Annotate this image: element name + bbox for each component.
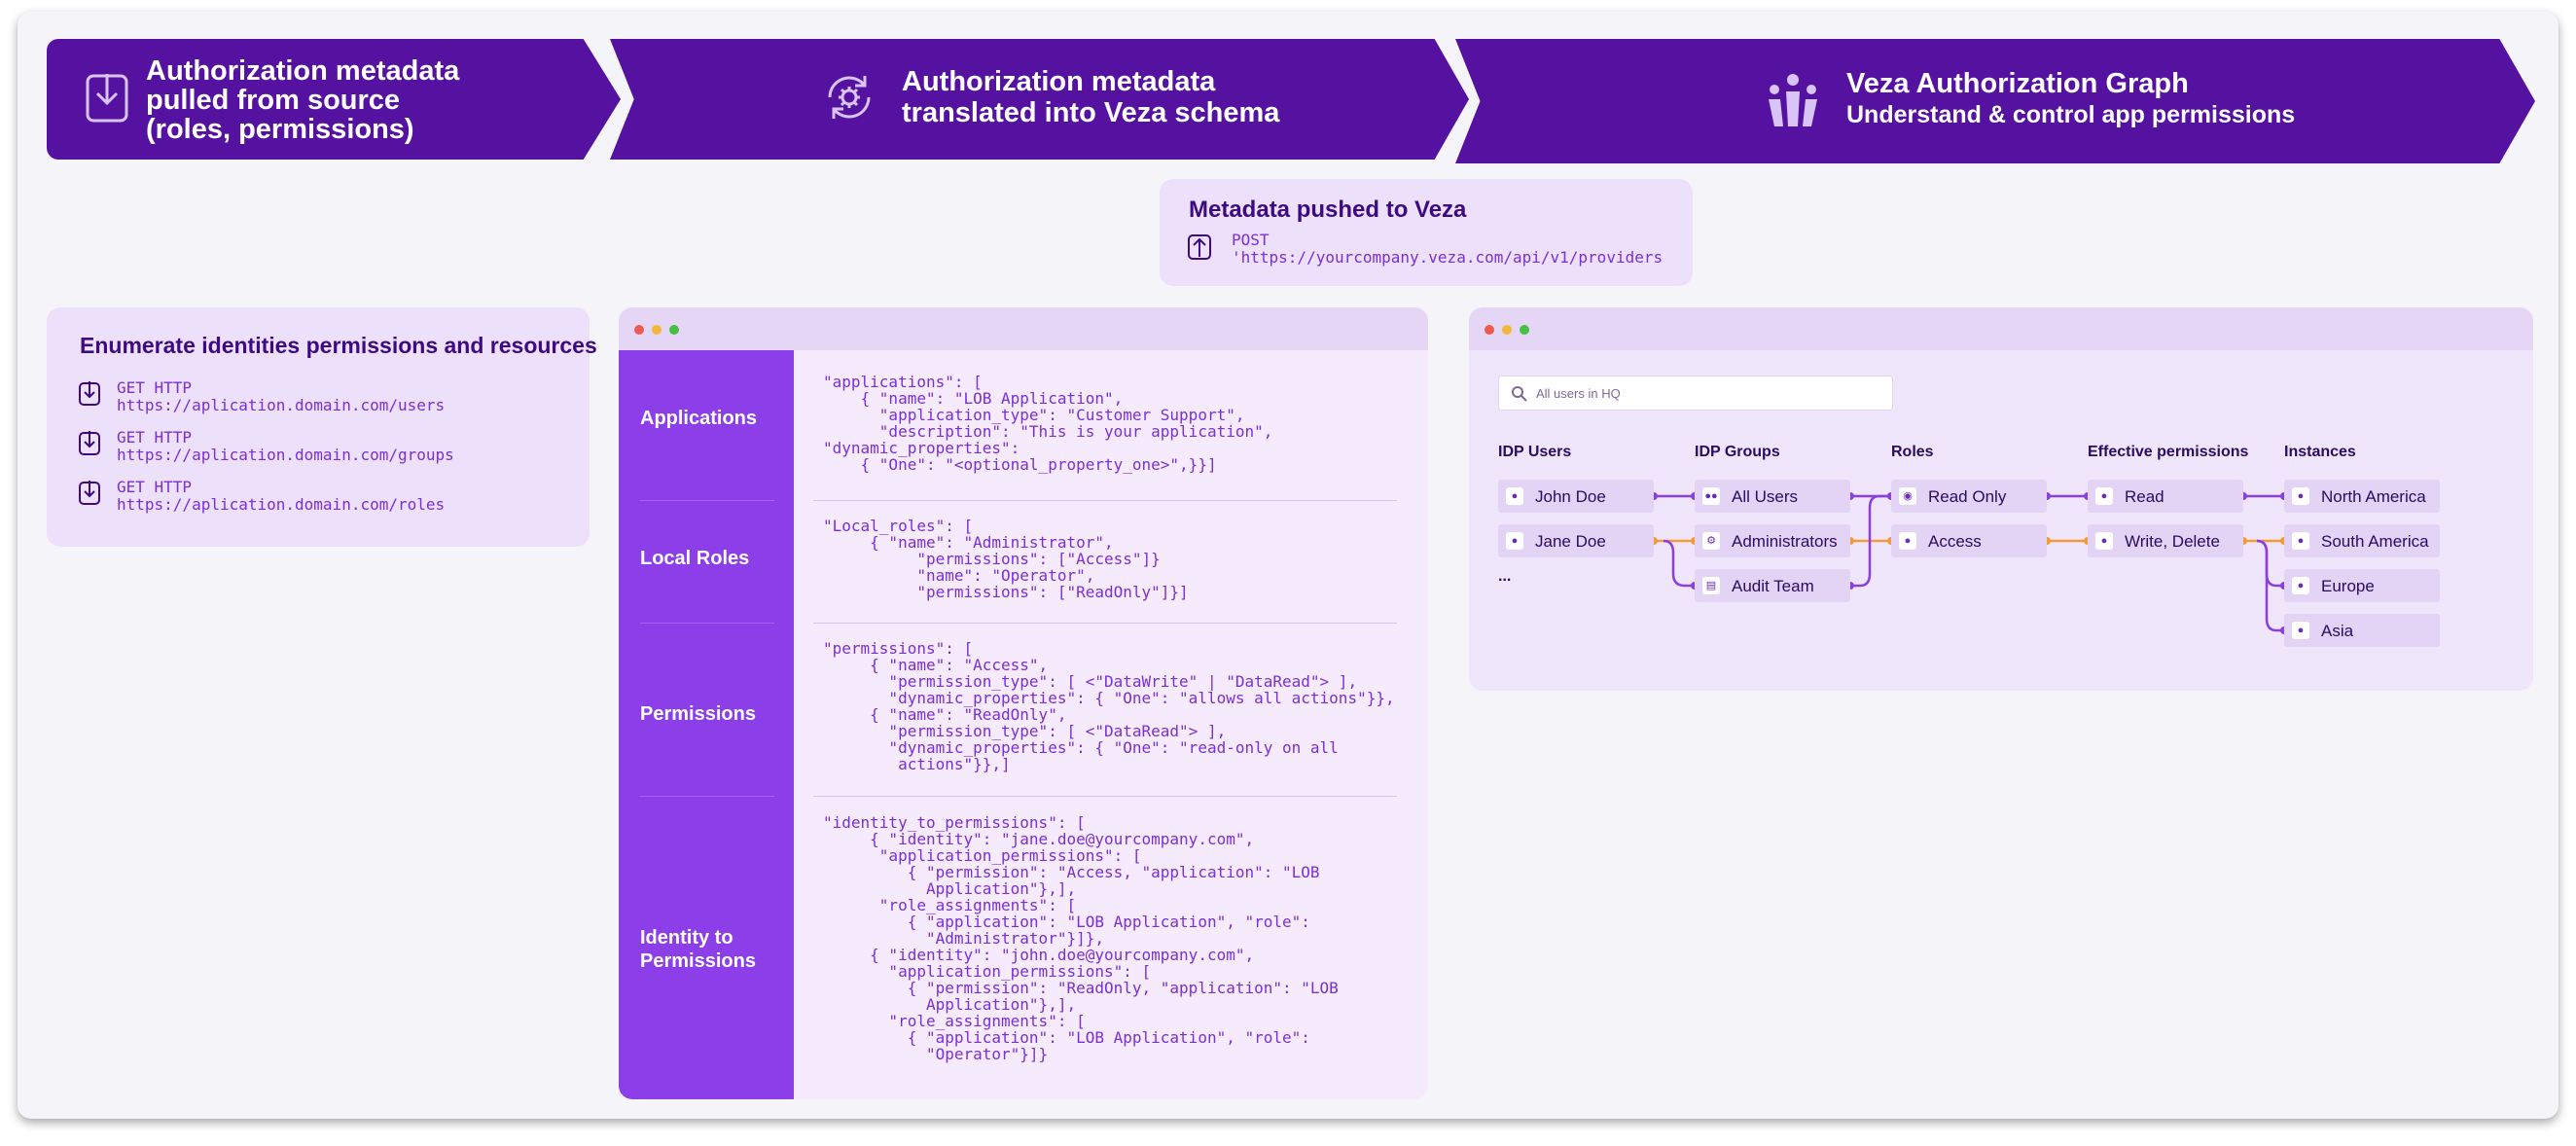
node-instance-asia[interactable]: ● Asia [2284,614,2440,647]
eye-icon: ◉ [1899,487,1916,505]
push-endpoint: POST 'https://yourcompany.veza.com/api/v… [1232,231,1664,267]
maximize-dot[interactable] [669,325,679,335]
column-instances: Instances [2284,444,2356,460]
push-title: Metadata pushed to Veza [1189,197,1467,223]
divider [813,500,1397,501]
metadata-push-card: Metadata pushed to Veza POST 'https://yo… [1160,179,1693,286]
node-user-jane-doe[interactable]: ● Jane Doe [1498,524,1654,557]
graph-search-input[interactable]: All users in HQ [1498,376,1893,411]
enumerate-card: Enumerate identities permissions and res… [47,307,597,547]
column-roles: Roles [1891,444,1934,460]
download-icon [78,479,101,511]
node-instance-south-america[interactable]: ● South America [2284,524,2440,557]
divider [640,500,774,501]
column-idp-users: IDP Users [1498,444,1572,460]
edge-write-asia [2256,539,2284,632]
location-pin-icon: ● [2292,487,2309,505]
section-label-applications: Applications [640,408,758,429]
node-role-read-only[interactable]: ◉ Read Only [1891,480,2047,513]
section-label-identity-permissions: Identity to Permissions [640,927,756,972]
group-icon: ●● [1702,487,1720,505]
code-local-roles: "Local_roles": [ { "name": "Administrato… [823,517,1189,601]
node-group-all-users[interactable]: ●● All Users [1695,480,1850,513]
maximize-dot[interactable] [1520,325,1529,335]
location-pin-icon: ● [2095,487,2113,505]
edge-write-europe [2256,539,2284,588]
divider [813,623,1397,624]
step-authorization-graph: Veza Authorization Graph Understand & co… [1455,39,2535,163]
location-pin-icon: ● [2095,532,2113,550]
user-icon: ● [1506,487,1523,505]
node-user-john-doe[interactable]: ● John Doe [1498,480,1654,513]
minimize-dot[interactable] [1502,325,1512,335]
step2-text: Authorization metadata translated into V… [902,66,1280,128]
column-effective-permissions: Effective permissions [2088,444,2249,460]
node-role-access[interactable]: ● Access [1891,524,2047,557]
code-permissions: "permissions": [ { "name": "Access", "pe… [823,639,1395,773]
node-permission-write-delete[interactable]: ● Write, Delete [2088,524,2243,557]
schema-code-window: Applications Local Roles Permissions Ide… [619,307,1428,1099]
search-icon [1511,385,1528,408]
node-group-audit-team[interactable]: ▤ Audit Team [1695,569,1850,602]
enumerate-title: Enumerate identities permissions and res… [80,333,597,358]
download-icon [78,379,101,412]
location-pin-icon: ● [2292,532,2309,550]
section-label-local-roles: Local Roles [640,548,750,569]
edge-jane-audit [1663,539,1695,588]
info-icon: ● [1899,532,1916,550]
close-dot[interactable] [1485,325,1494,335]
section-label-permissions: Permissions [640,703,756,725]
download-icon [84,70,130,129]
code-identity-permissions: "identity_to_permissions": [ { "identity… [823,813,1339,1063]
user-icon: ● [1506,532,1523,550]
window-titlebar [619,307,1428,350]
divider [813,796,1397,797]
download-icon [78,429,101,461]
code-applications: "applications": [ { "name": "LOB Applica… [823,373,1273,474]
close-dot[interactable] [634,325,644,335]
authorization-graph-window: All users in HQ IDP Users IDP Groups Rol… [1469,307,2533,691]
more-users: ... [1498,568,1512,585]
edge-audit-readonly [1850,494,1891,588]
node-instance-north-america[interactable]: ● North America [2284,480,2440,513]
sync-gear-icon [820,68,878,131]
people-graph-icon [1765,72,1821,133]
step-translate-schema: Authorization metadata translated into V… [610,39,1469,160]
divider [640,796,774,797]
divider [640,623,774,624]
node-group-administrators[interactable]: ⚙ Administrators [1695,524,1850,557]
node-permission-read[interactable]: ● Read [2088,480,2243,513]
schema-sections-sidebar [619,350,794,1099]
location-pin-icon: ● [2292,622,2309,639]
edge-endpoints [1650,492,2288,634]
step3-text: Veza Authorization Graph Understand & co… [1846,68,2296,128]
admin-group-icon: ⚙ [1702,532,1720,550]
step-pull-source: Authorization metadata pulled from sourc… [47,39,621,160]
location-pin-icon: ● [2292,577,2309,594]
step1-text: Authorization metadata pulled from sourc… [146,55,460,145]
column-idp-groups: IDP Groups [1695,444,1780,460]
audit-icon: ▤ [1702,577,1720,594]
window-titlebar [1469,307,2533,350]
node-instance-europe[interactable]: ● Europe [2284,569,2440,602]
upload-icon [1187,232,1212,266]
minimize-dot[interactable] [652,325,662,335]
